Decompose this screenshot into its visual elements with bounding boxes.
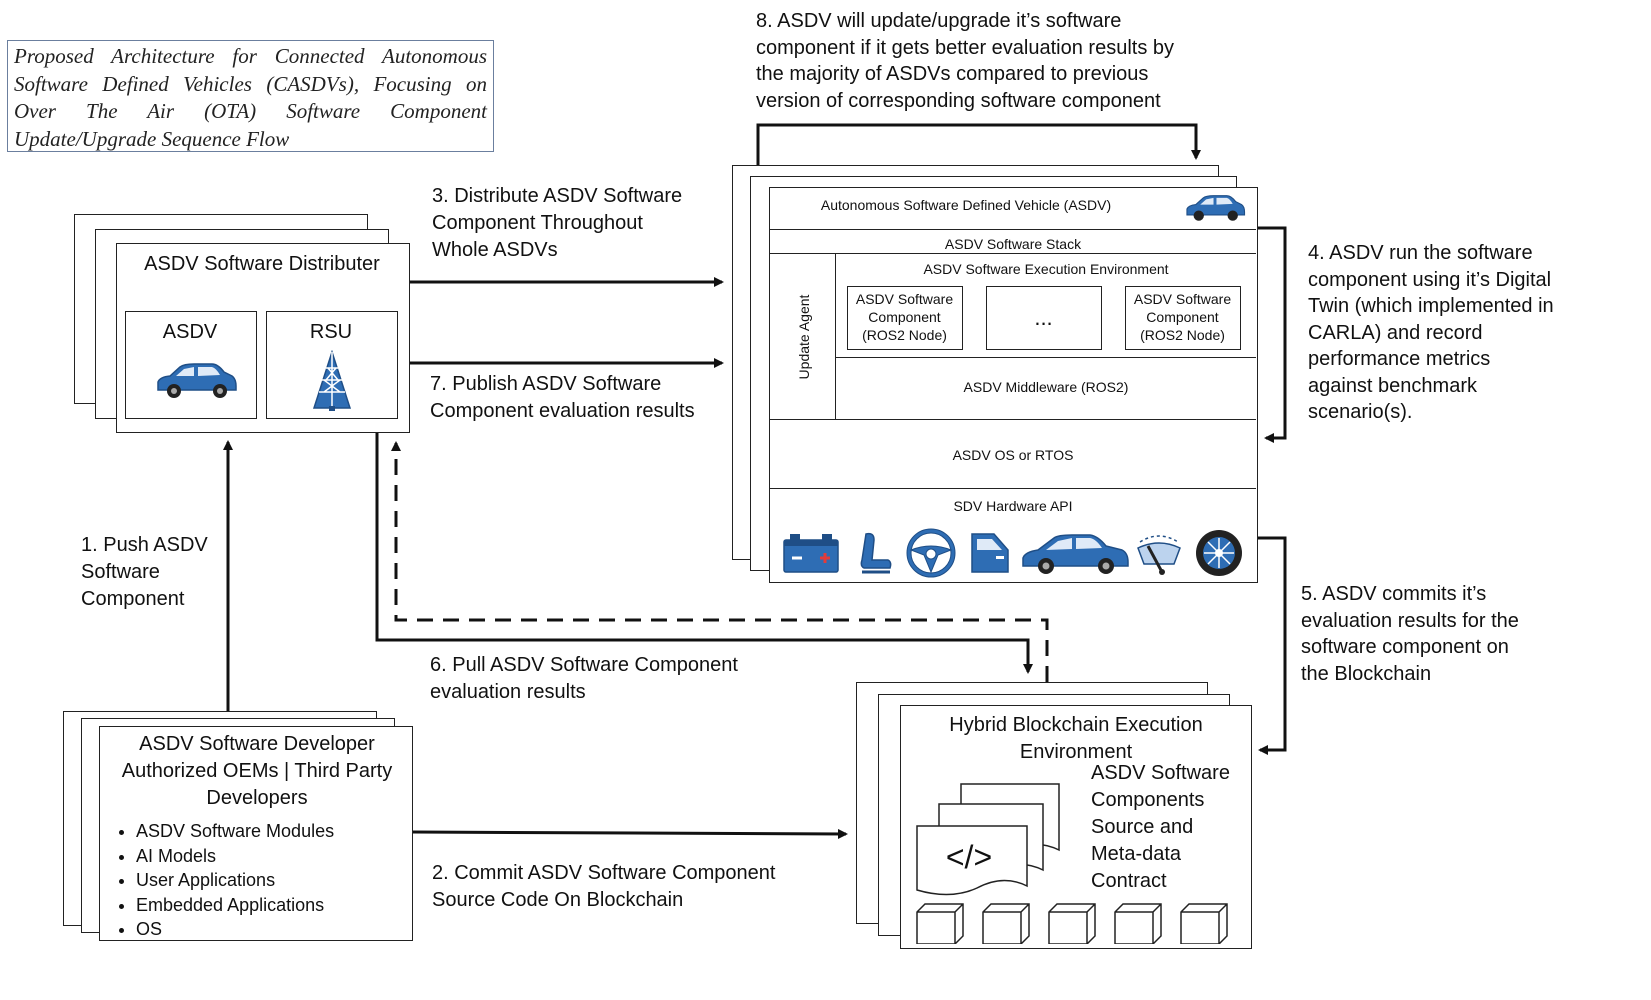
software-component-box: ASDV Software Component (ROS2 Node) [1125,286,1241,350]
divider [770,488,1256,489]
asdv-label: ASDV [162,321,218,343]
battery-icon [783,534,839,573]
block-icon [1114,903,1162,944]
developer-list-item: AI Models [136,844,436,869]
tower-icon [312,350,352,411]
step-7-label: 7. Publish ASDV Software Component evalu… [430,373,695,422]
arrow-dashed-return [391,441,1049,682]
block-row [916,903,1228,944]
seat-icon [860,532,892,574]
step-5-label: 5. ASDV commits it’s evaluation results … [1301,583,1519,685]
asdv-sub-box: ASDV [125,311,257,419]
os-label: ASDV OS or RTOS [952,447,1074,463]
hardware-api-label: SDV Hardware API [953,498,1073,514]
steering-wheel-icon [906,528,956,578]
step-3-label: 3. Distribute ASDV Software Component Th… [432,185,683,261]
arrow-commit [412,828,848,839]
code-symbol: </> [946,839,992,875]
wiper-icon [1137,535,1181,575]
step-8-label: 8. ASDV will update/upgrade it’s softwar… [756,10,1175,112]
car-icon [1186,195,1246,221]
asdv-stack-box: Autonomous Software Defined Vehicle (ASD… [769,187,1258,583]
middleware-label: ASDV Middleware (ROS2) [963,379,1129,395]
distributer-title: ASDV Software Distributer [144,253,380,275]
step-2-label: 2. Commit ASDV Software Component Source… [432,862,776,911]
ellipsis-box: ... [986,286,1102,350]
developer-list: ASDV Software Modules AI Models User App… [100,819,436,942]
rsu-sub-box: RSU [266,311,398,419]
developer-title: ASDV Software Developer Authorized OEMs … [121,733,393,809]
car-icon [1022,534,1129,574]
developer-list-item: ASDV Software Modules [136,819,436,844]
block-icon [982,903,1030,944]
door-icon [971,533,1009,573]
arrow-run [1258,226,1287,443]
blockchain-box: Hybrid Blockchain Execution Environment … [900,705,1252,949]
developer-list-item: User Applications [136,868,436,893]
arrow-pull [375,433,1033,674]
wheel-icon [1196,530,1242,576]
step-4-label: 4. ASDV run the software component using… [1308,242,1554,423]
ellipsis-label: ... [1034,305,1053,330]
divider [835,357,1256,358]
arrow-update-loop [756,123,1201,165]
divider [770,419,1256,420]
developer-box: ASDV Software Developer Authorized OEMs … [99,726,413,941]
developer-list-item: Embedded Applications [136,893,436,918]
code-document-icon: </> [916,783,1060,896]
block-icon [1180,903,1228,944]
blockchain-title: Hybrid Blockchain Execution Environment [949,714,1203,763]
developer-list-item: OS [136,917,436,942]
execution-env-label: ASDV Software Execution Environment [923,261,1169,277]
rsu-label: RSU [309,321,353,343]
block-icon [916,903,964,944]
step-6-label: 6. Pull ASDV Software Component evaluati… [430,654,738,703]
software-component-label: ASDV Software Component (ROS2 Node) [855,291,954,343]
divider [835,253,836,419]
software-stack-label: ASDV Software Stack [944,236,1082,252]
divider [770,229,1256,230]
software-component-label: ASDV Software Component (ROS2 Node) [1133,291,1232,343]
distributer-box: ASDV Software Distributer ASDV RSU [116,243,410,433]
car-icon [157,363,237,398]
asdv-header: Autonomous Software Defined Vehicle (ASD… [820,197,1112,213]
block-icon [1048,903,1096,944]
diagram-title: Proposed Architecture for Connected Auto… [7,40,494,152]
divider [770,253,1256,254]
contract-label: ASDV Software Components Source and Meta… [1091,762,1230,892]
arrow-commit-eval [1258,536,1287,755]
software-component-box: ASDV Software Component (ROS2 Node) [847,286,963,350]
step-1-label: 1. Push ASDV Software Component [81,534,208,610]
